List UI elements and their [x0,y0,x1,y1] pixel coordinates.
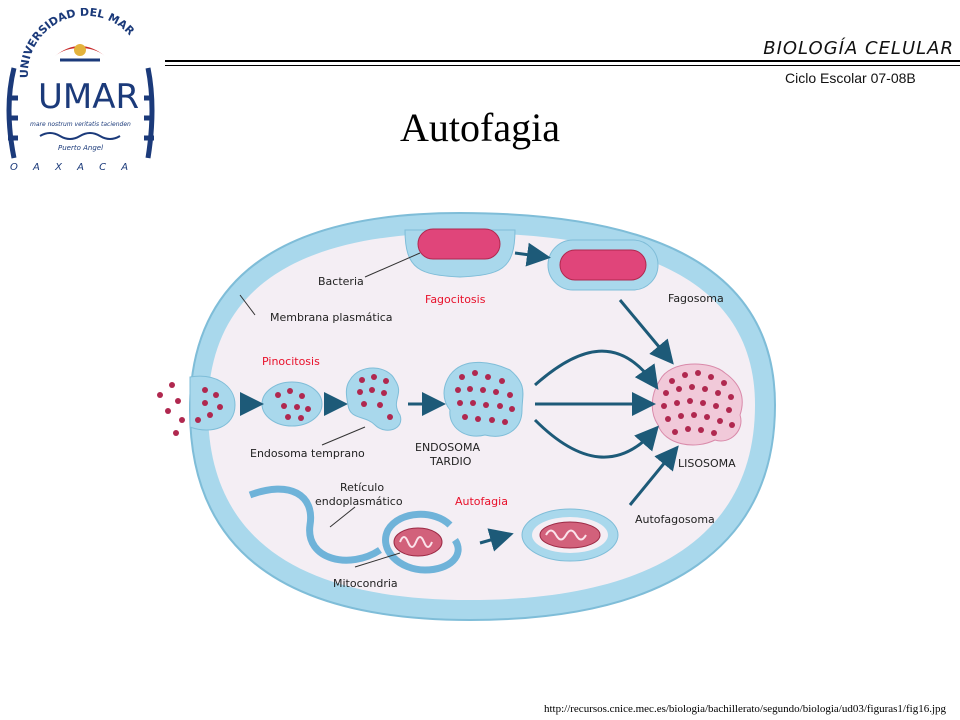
label-reticulo-2: endoplasmático [315,495,403,508]
arrow-late-endosome-upper [534,349,659,390]
label-fagosoma: Fagosoma [668,292,724,305]
label-autofagia: Autofagia [455,495,508,508]
isolation-membrane [382,510,462,574]
maturing-endosome-content [357,374,393,420]
endocytosis-diagram: Bacteria Fagocitosis Fagosoma Membrana p… [157,211,777,622]
label-autofagosoma: Autofagosoma [635,513,715,526]
label-endosoma-tardio-2: TARDIO [429,455,472,468]
arrow-to-phagosome [514,242,551,267]
label-endosoma-tardio-1: ENDOSOMA [415,441,480,454]
logo-bottom-text: O A X A C A [10,162,134,173]
crest-icon [55,44,105,62]
early-endosome-content [275,388,311,421]
endoplasmic-reticulum [248,485,382,564]
arrow-to-autophagosome [479,528,514,552]
extracellular-particles [157,382,185,436]
course-title: BIOLOGÍA CELULAR [763,38,954,59]
logo-border [6,67,155,159]
logo-arc-text: UNIVERSIDAD DEL MAR [18,8,137,78]
lysosome [651,363,743,446]
late-endosome [443,361,524,437]
header-rule-thin [165,65,960,66]
phagosome-bacterium [559,249,647,281]
autophagosome-mitochondrion-cristae [545,529,587,541]
late-endosome-content [455,370,515,425]
mitochondrion [393,527,443,557]
label-pinocitosis: Pinocitosis [262,355,320,368]
label-bacteria: Bacteria [318,275,364,288]
pinocytic-content [195,387,223,423]
early-endosome [261,381,323,427]
arrow-phagosome-to-lysosome [618,299,674,365]
label-membrana: Membrana plasmática [270,311,393,324]
arrow-late-endosome-lower [533,418,659,459]
label-mitocondria: Mitocondria [333,577,398,590]
school-cycle: Ciclo Escolar 07-08B [785,70,916,86]
header-rule [165,60,960,62]
logo-motto: mare nostrum veritatis tacienden [30,121,131,128]
arrow-autophagosome-to-lysosome [628,445,679,506]
label-fagocitosis: Fagocitosis [425,293,486,306]
source-url: http://recursos.cnice.mec.es/biologia/ba… [543,703,946,715]
logo-waves [39,132,121,140]
mitochondrion-cristae [399,536,433,548]
label-lisosoma: LISOSOMA [678,457,736,470]
bacterium [417,228,501,260]
logo-monogram: UMAR [38,77,139,117]
label-leader-lines [239,252,421,568]
slide-title: Autofagia [400,105,560,150]
label-endosoma-temprano: Endosoma temprano [250,447,365,460]
logo-place: Puerto Angel [58,144,103,152]
pinocytic-vesicle-forming [189,375,236,431]
lysosome-content [661,370,735,436]
university-logo: UNIVERSIDAD DEL MAR UMAR mare nostrum ve… [6,8,155,173]
label-reticulo-1: Retículo [340,481,384,494]
autophagosome-mitochondrion [539,521,601,549]
